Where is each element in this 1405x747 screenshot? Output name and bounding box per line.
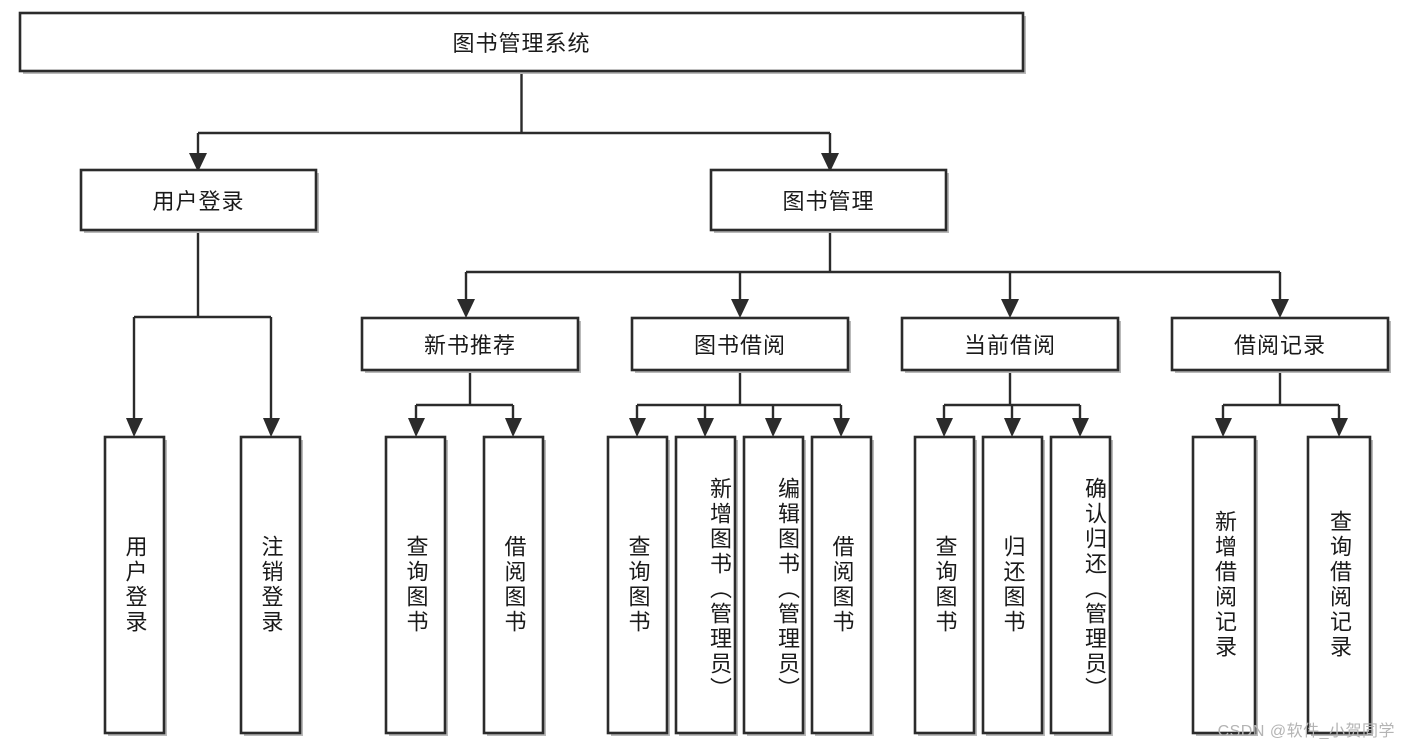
connector-group-root-to-level1 xyxy=(189,73,839,172)
node-box-leaf-bb-add-book[interactable] xyxy=(674,435,737,735)
node-box-leaf-bb-edit-book[interactable] xyxy=(742,435,805,735)
node-box-leaf-cb-return-book[interactable] xyxy=(981,435,1044,735)
arrow-head-new-book-recommend xyxy=(457,299,475,318)
arrow-head-br-add-record xyxy=(1215,418,1232,437)
arrow-head-leaf-logout xyxy=(263,418,280,437)
arrow-head-nb-borrow-book xyxy=(505,418,522,437)
connector-group-borrowrecord-to-leaves xyxy=(1215,373,1348,437)
node-box-book-manage[interactable] xyxy=(709,168,948,232)
node-box-leaf-nb-query-book[interactable] xyxy=(384,435,447,735)
arrow-head-leaf-user-login xyxy=(126,418,143,437)
arrow-head-bb-edit-book xyxy=(765,418,782,437)
connector-group-bookborrow-to-leaves xyxy=(629,373,850,437)
node-box-leaf-br-query-record[interactable] xyxy=(1306,435,1372,735)
arrow-head-br-query-record xyxy=(1331,418,1348,437)
node-box-borrow-record[interactable] xyxy=(1170,316,1390,372)
node-box-root[interactable] xyxy=(18,11,1025,73)
arrow-head-cb-query-book xyxy=(936,418,953,437)
arrow-head-bb-query-book xyxy=(629,418,646,437)
node-box-new-book-recommend[interactable] xyxy=(360,316,580,372)
connector-group-userlogin-to-leaves xyxy=(126,233,280,437)
arrow-head-user-login xyxy=(189,153,207,172)
node-box-leaf-nb-borrow-book[interactable] xyxy=(482,435,545,735)
arrow-head-nb-query-book xyxy=(408,418,425,437)
arrow-head-borrow-record xyxy=(1271,299,1289,318)
node-box-user-login[interactable] xyxy=(79,168,318,232)
node-box-leaf-bb-query-book[interactable] xyxy=(606,435,669,735)
node-box-leaf-user-login[interactable] xyxy=(103,435,166,735)
node-box-current-borrow[interactable] xyxy=(900,316,1120,372)
node-box-leaf-logout[interactable] xyxy=(239,435,302,735)
arrow-head-cb-confirm-return xyxy=(1072,418,1089,437)
node-box-leaf-br-add-record[interactable] xyxy=(1191,435,1257,735)
arrow-head-bb-add-book xyxy=(697,418,714,437)
arrow-head-book-manage xyxy=(821,153,839,172)
node-box-leaf-bb-borrow-book[interactable] xyxy=(810,435,873,735)
arrow-head-bb-borrow-book xyxy=(833,418,850,437)
node-box-book-borrow[interactable] xyxy=(630,316,850,372)
connector-group-bookmanage-to-level2 xyxy=(457,233,1289,318)
arrow-head-cb-return-book xyxy=(1004,418,1021,437)
node-box-leaf-cb-confirm-return[interactable] xyxy=(1049,435,1112,735)
connector-group-currentborrow-to-leaves xyxy=(936,373,1089,437)
arrow-head-current-borrow xyxy=(1001,299,1019,318)
connector-group-newbook-to-leaves xyxy=(408,373,522,437)
arrow-head-book-borrow xyxy=(731,299,749,318)
node-box-leaf-cb-query-book[interactable] xyxy=(913,435,976,735)
